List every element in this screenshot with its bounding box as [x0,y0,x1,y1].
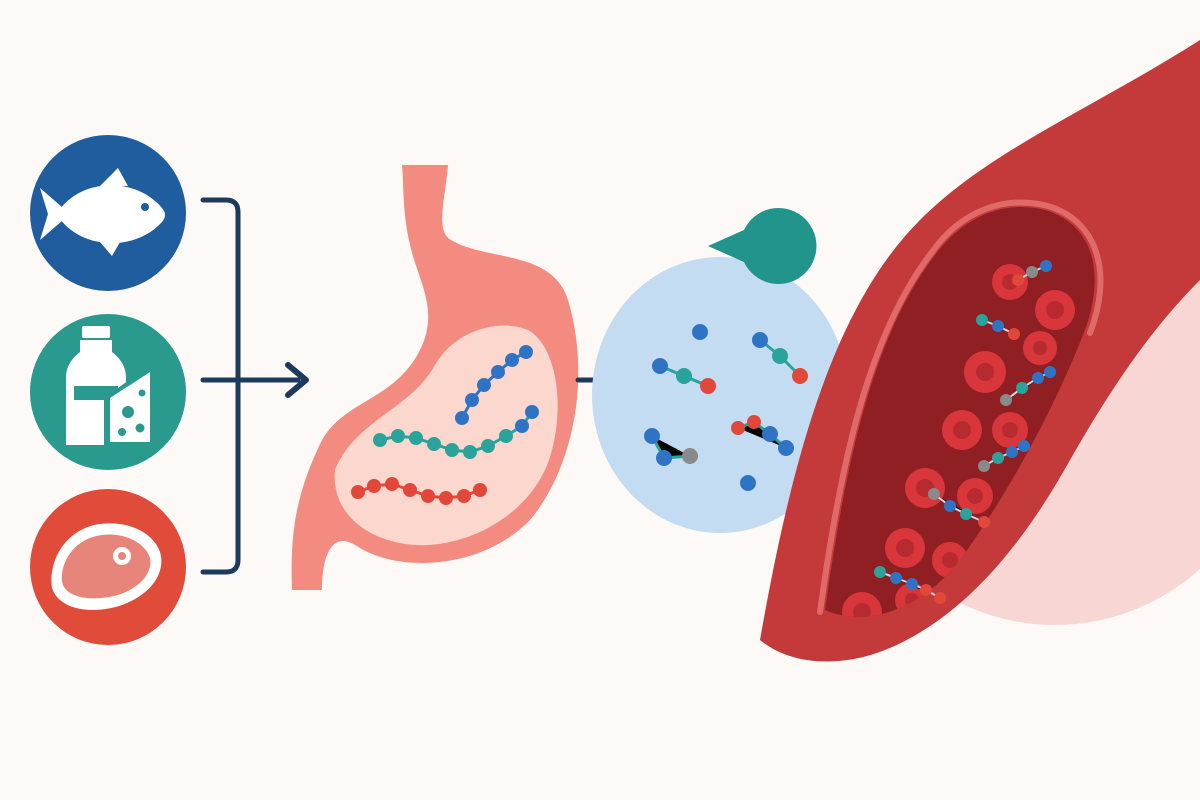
absorbed-amino-acids [874,260,1056,604]
dairy-icon [30,314,186,470]
digestion-bubble [592,257,848,533]
protein-chain-teal [373,405,539,459]
arrow-1-head-icon [285,362,309,398]
protein-chain-red [351,477,487,505]
amino-acids [644,324,808,491]
sources-bracket [200,197,301,575]
meat-icon [30,489,186,645]
protein-chain-blue [455,345,533,425]
enzyme-icon [708,208,817,284]
stomach-icon [291,165,579,590]
fish-icon [30,135,186,291]
